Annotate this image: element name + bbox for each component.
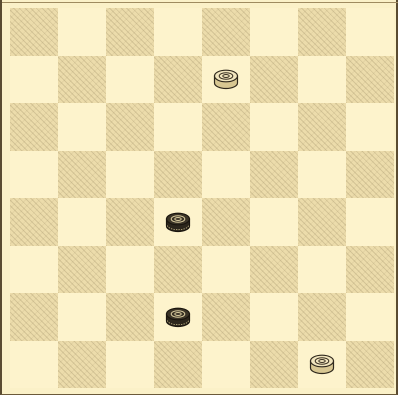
board-square-r1-c8[interactable] xyxy=(346,8,394,56)
black-checker-icon[interactable] xyxy=(165,211,192,233)
board-square-r1-c7[interactable] xyxy=(298,8,346,56)
board-square-r7-c3[interactable] xyxy=(106,293,154,341)
board-square-r1-c3[interactable] xyxy=(106,8,154,56)
board-square-r7-c1[interactable] xyxy=(10,293,58,341)
board-square-r2-c7[interactable] xyxy=(298,56,346,104)
board-top-edge xyxy=(2,2,398,3)
board-square-r3-c1[interactable] xyxy=(10,103,58,151)
board-square-r3-c3[interactable] xyxy=(106,103,154,151)
board-square-r7-c7[interactable] xyxy=(298,293,346,341)
board-square-r7-c5[interactable] xyxy=(202,293,250,341)
board-square-r5-c4[interactable] xyxy=(154,198,202,246)
board-square-r6-c5[interactable] xyxy=(202,246,250,294)
board-square-r8-c4[interactable] xyxy=(154,341,202,389)
board-square-r5-c6[interactable] xyxy=(250,198,298,246)
black-checker-icon[interactable] xyxy=(165,306,192,328)
board-square-r4-c5[interactable] xyxy=(202,151,250,199)
board-square-r8-c6[interactable] xyxy=(250,341,298,389)
board-square-r1-c2[interactable] xyxy=(58,8,106,56)
board-square-r5-c3[interactable] xyxy=(106,198,154,246)
board-square-r8-c2[interactable] xyxy=(58,341,106,389)
board-square-r8-c7[interactable] xyxy=(298,341,346,389)
board-square-r1-c5[interactable] xyxy=(202,8,250,56)
board-square-r2-c1[interactable] xyxy=(10,56,58,104)
board-square-r6-c1[interactable] xyxy=(10,246,58,294)
board-square-r3-c6[interactable] xyxy=(250,103,298,151)
black-checker-shape xyxy=(165,211,192,233)
board-square-r3-c4[interactable] xyxy=(154,103,202,151)
white-checker-shape xyxy=(309,353,336,375)
board-square-r5-c7[interactable] xyxy=(298,198,346,246)
board-square-r8-c5[interactable] xyxy=(202,341,250,389)
black-checker-shape xyxy=(165,306,192,328)
white-checker-icon[interactable] xyxy=(309,353,336,375)
board-square-r8-c8[interactable] xyxy=(346,341,394,389)
board-square-r5-c5[interactable] xyxy=(202,198,250,246)
board-square-r5-c8[interactable] xyxy=(346,198,394,246)
board-square-r4-c3[interactable] xyxy=(106,151,154,199)
board-square-r5-c2[interactable] xyxy=(58,198,106,246)
board-square-r8-c1[interactable] xyxy=(10,341,58,389)
board-square-r6-c7[interactable] xyxy=(298,246,346,294)
board-square-r6-c2[interactable] xyxy=(58,246,106,294)
board-square-r7-c8[interactable] xyxy=(346,293,394,341)
board-square-r2-c3[interactable] xyxy=(106,56,154,104)
board-square-r2-c2[interactable] xyxy=(58,56,106,104)
board-square-r8-c3[interactable] xyxy=(106,341,154,389)
board-square-r3-c5[interactable] xyxy=(202,103,250,151)
board-square-r4-c6[interactable] xyxy=(250,151,298,199)
board-square-r4-c7[interactable] xyxy=(298,151,346,199)
board-square-r6-c4[interactable] xyxy=(154,246,202,294)
board-square-r3-c7[interactable] xyxy=(298,103,346,151)
board-square-r3-c2[interactable] xyxy=(58,103,106,151)
board-square-r2-c8[interactable] xyxy=(346,56,394,104)
board-square-r7-c6[interactable] xyxy=(250,293,298,341)
board-square-r2-c4[interactable] xyxy=(154,56,202,104)
board-square-r6-c8[interactable] xyxy=(346,246,394,294)
board-square-r1-c6[interactable] xyxy=(250,8,298,56)
board-square-r1-c4[interactable] xyxy=(154,8,202,56)
white-checker-shape xyxy=(213,68,240,90)
board-square-r4-c2[interactable] xyxy=(58,151,106,199)
board-square-r1-c1[interactable] xyxy=(10,8,58,56)
board-square-r4-c8[interactable] xyxy=(346,151,394,199)
board-square-r3-c8[interactable] xyxy=(346,103,394,151)
board-square-r4-c1[interactable] xyxy=(10,151,58,199)
board-square-r6-c3[interactable] xyxy=(106,246,154,294)
board-square-r7-c4[interactable] xyxy=(154,293,202,341)
board-square-r5-c1[interactable] xyxy=(10,198,58,246)
board-square-r6-c6[interactable] xyxy=(250,246,298,294)
white-checker-icon[interactable] xyxy=(213,68,240,90)
board-square-r4-c4[interactable] xyxy=(154,151,202,199)
board-square-r2-c6[interactable] xyxy=(250,56,298,104)
board-square-r2-c5[interactable] xyxy=(202,56,250,104)
checkerboard xyxy=(10,8,394,388)
board-square-r7-c2[interactable] xyxy=(58,293,106,341)
